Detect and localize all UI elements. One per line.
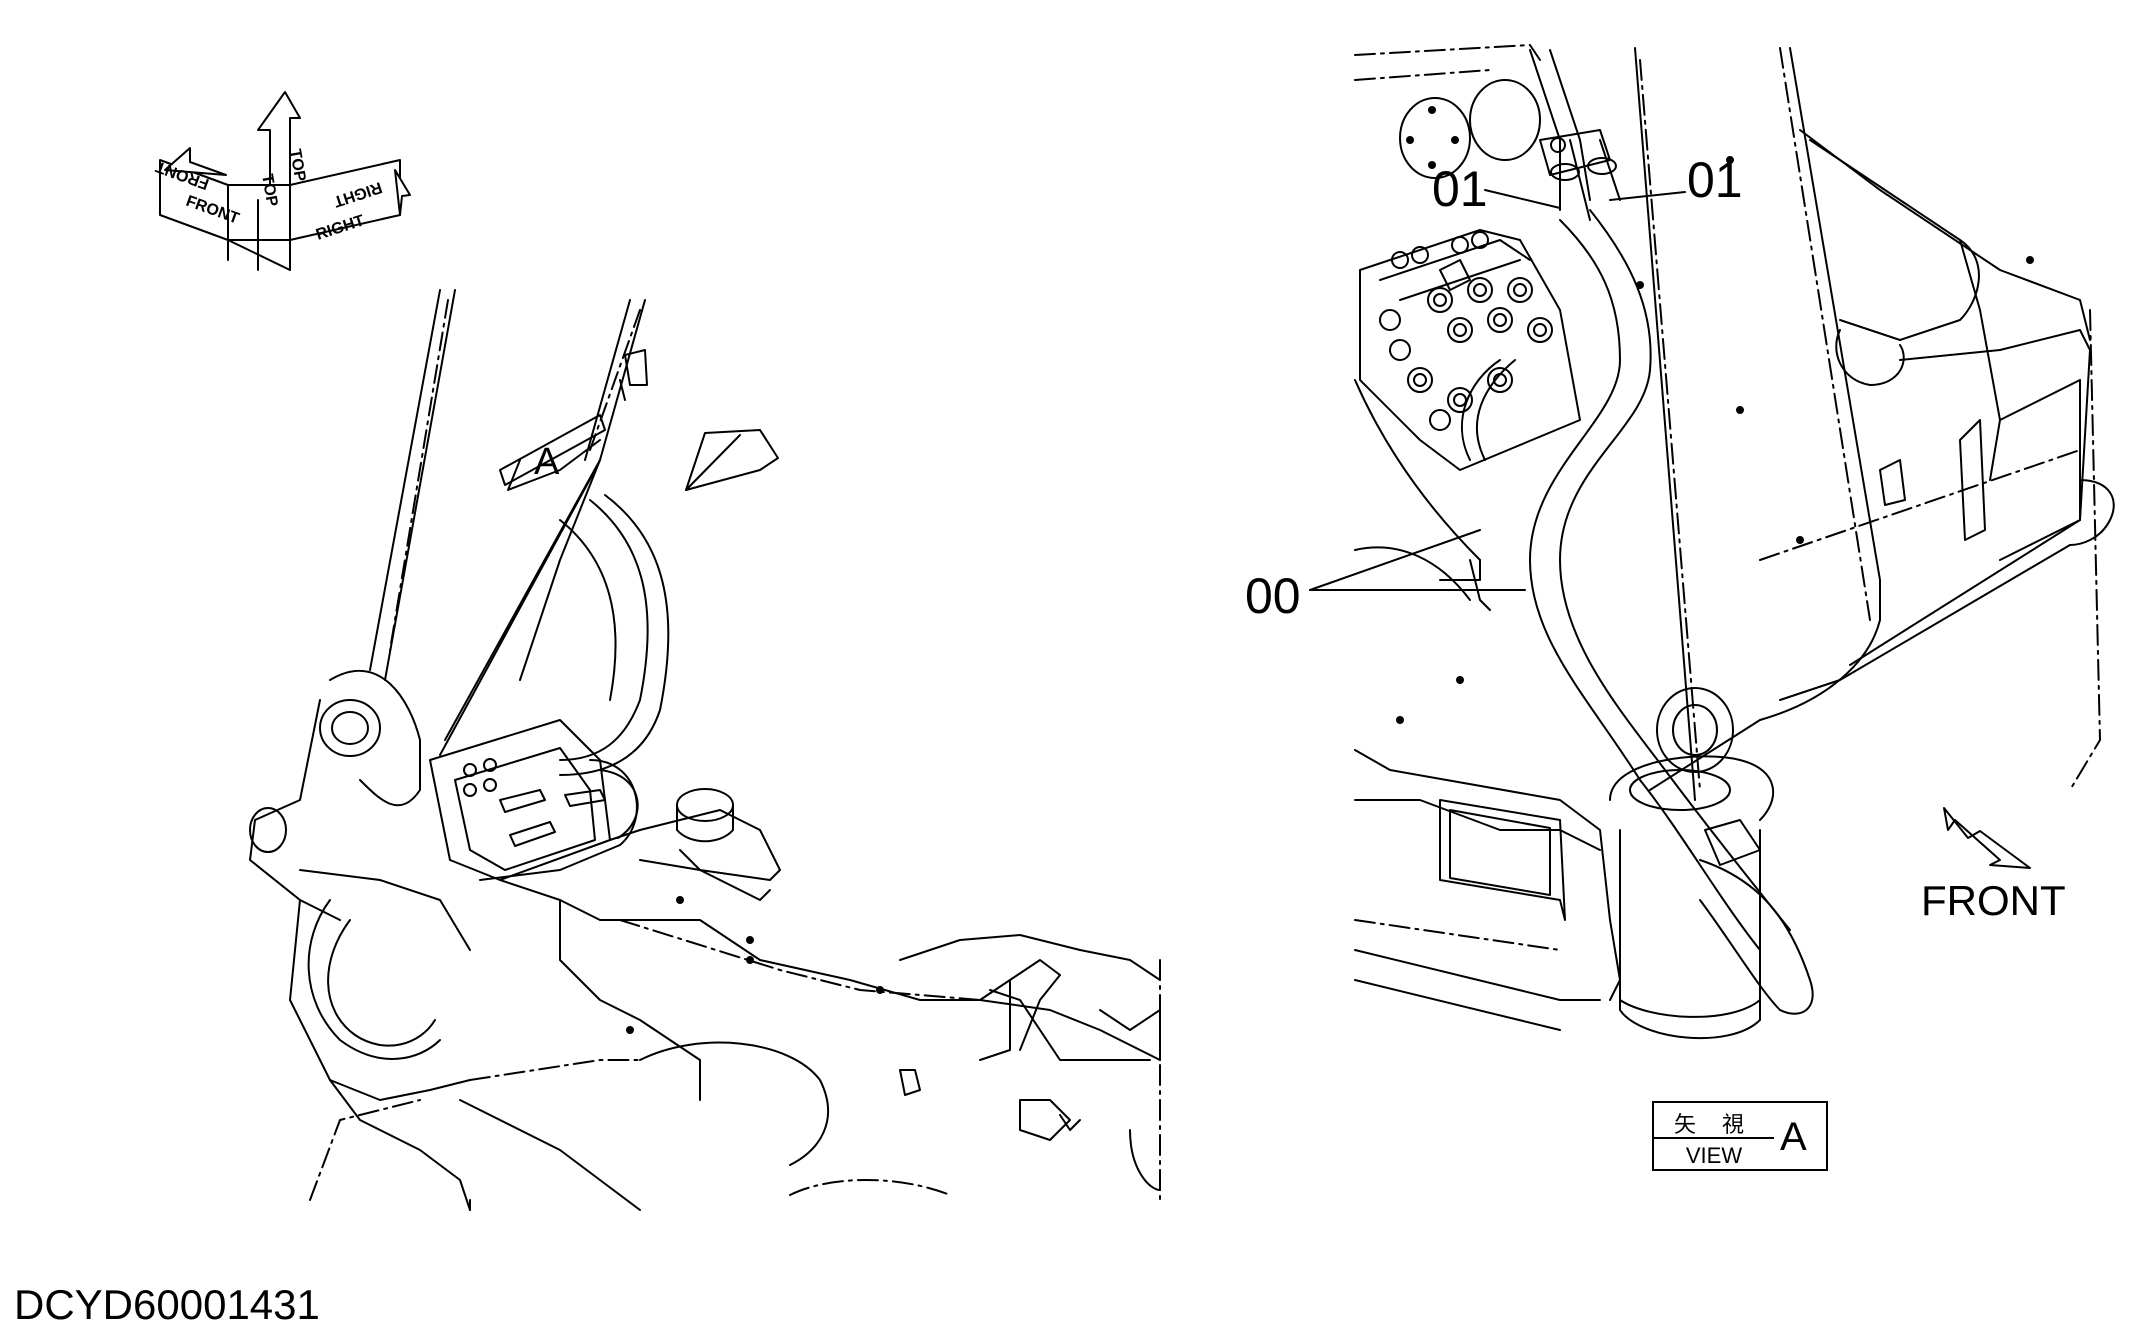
orient-top-text-2: TOP	[286, 148, 308, 183]
main-view-drawing	[249, 289, 1161, 1211]
callout-01-right: 01	[1687, 152, 1743, 208]
view-a-marker-letter: A	[534, 441, 560, 483]
view-label-divider	[1654, 1137, 1774, 1139]
view-a-arrow-icon	[685, 429, 779, 491]
front-label: FRONT	[1921, 877, 2066, 924]
callout-01-left: 01	[1432, 161, 1488, 217]
document-id: DCYD60001431	[14, 1281, 320, 1328]
view-label-letter: A	[1780, 1115, 1807, 1159]
orient-top-text: TOP	[258, 173, 280, 208]
view-label-english: VIEW	[1685, 1143, 1743, 1168]
callout-00: 00	[1245, 568, 1301, 624]
view-label-japanese: 矢 視	[1673, 1112, 1755, 1137]
view-label-box: 矢 視 VIEW A	[1652, 1101, 1828, 1171]
detail-view-drawing	[1309, 44, 2115, 1040]
orientation-arrows-icon: FRONT FRONT TOP TOP RIGHT RIGHT	[154, 91, 411, 271]
arrow-front-icon	[1943, 807, 2031, 869]
